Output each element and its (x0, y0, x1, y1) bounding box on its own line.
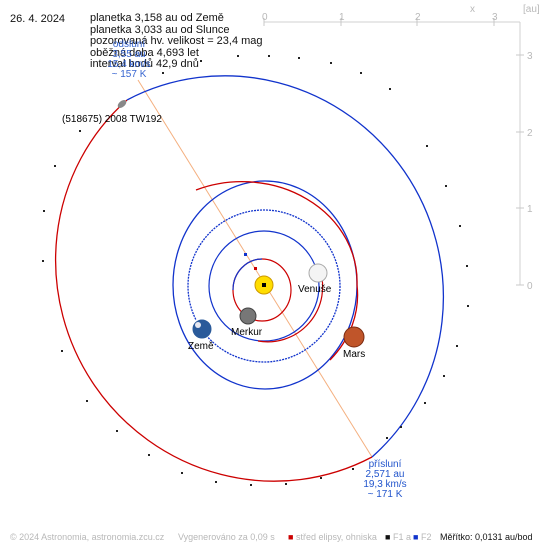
ellipse-center-marker (254, 267, 257, 270)
aphelion-temperature: ~ 157 K (111, 69, 147, 80)
top-tick-label: 1 (339, 12, 345, 23)
right-tick-label: 3 (527, 51, 533, 62)
copyright-link[interactable]: © 2024 Astronomia, astronomia.zcu.cz (10, 532, 165, 542)
mercury-label: Merkur (231, 327, 263, 338)
orbit-point-markers (42, 55, 469, 486)
mars-label: Mars (343, 349, 366, 360)
venus-orbit-north (257, 269, 324, 343)
date-label: 26. 4. 2024 (10, 13, 66, 25)
right-tick-label: 0 (527, 281, 533, 292)
earth-cloud-icon (195, 322, 201, 328)
venus-label: Venuše (298, 284, 332, 295)
info-line-period: oběžná doba 4,693 let (90, 46, 199, 59)
mars-orbit-north (172, 180, 358, 286)
aphelion-speed: 15,4 km/s (107, 59, 151, 70)
perihelion-temperature: ~ 171 K (367, 489, 403, 500)
legend-f2-text: F2 (420, 532, 432, 542)
top-tick-label: 3 (492, 12, 498, 23)
axes: 0 1 2 3 3 2 1 0 x [au] (262, 4, 540, 292)
mercury-orbit-south (232, 258, 263, 291)
asteroid-orbit-north (54, 99, 373, 482)
top-tick-label: 0 (262, 12, 268, 23)
mars-icon (343, 326, 365, 348)
venus-orbit-south (208, 230, 320, 342)
info-line-magnitude: pozorovaná hv. velikost = 23,4 mag (90, 35, 263, 47)
right-tick-label: 1 (527, 204, 533, 215)
legend-f1-marker-icon: ■ (385, 532, 391, 542)
info-line-sun-distance: planetka 3,033 au od Slunce (90, 23, 230, 36)
asteroid-icon (117, 100, 127, 108)
top-tick-label: 2 (415, 12, 421, 23)
perihelion-distance: 2,571 au (365, 469, 405, 480)
perihelion-title: přísluní (368, 459, 402, 470)
asteroid-orbit-south (126, 75, 445, 458)
aphelion-title: odsluní (112, 39, 146, 50)
legend-center-marker-icon: ■ (288, 532, 294, 542)
earth-label: Země (188, 341, 214, 352)
earth-icon (191, 318, 213, 340)
asteroid-label: (518675) 2008 TW192 (62, 114, 162, 125)
info-line-earth-distance: planetka 3,158 au od Země (90, 12, 224, 24)
scale-label: Měřítko: 0,0131 au/bod (440, 532, 533, 542)
info-panel: planetka 3,158 au od Země planetka 3,033… (90, 12, 263, 71)
perihelion-speed: 19,3 km/s (363, 479, 407, 490)
legend-f2-marker-icon: ■ (413, 532, 419, 542)
perihelion-label: přísluní 2,571 au 19,3 km/s ~ 171 K (360, 460, 410, 500)
aphelion-label: odsluní 3,55 au 15,4 km/s ~ 157 K (104, 40, 154, 80)
mars-orbit-red-arc (195, 181, 359, 361)
x-axis-label: x (470, 4, 475, 15)
unit-label: [au] (523, 4, 540, 15)
legend-f1-text: F1 a (392, 532, 411, 542)
generation-time: Vygenerováno za 0,09 s (178, 532, 275, 542)
focus-f2-marker (244, 253, 247, 256)
legend-center-text: střed elipsy, ohniska (295, 532, 377, 542)
info-line-interval: interval bodů 42,9 dnů (90, 58, 199, 70)
venus-icon (308, 263, 328, 283)
earth-orbit (187, 209, 341, 363)
legend-center: ■ střed elipsy, ohniska (288, 532, 377, 542)
mercury-icon (239, 307, 257, 325)
aphelion-distance: 3,55 au (112, 49, 146, 60)
footer: © 2024 Astronomia, astronomia.zcu.cz Vyg… (0, 532, 550, 546)
sun-focus-marker (262, 283, 266, 287)
legend-f1: ■ F1 a (385, 532, 411, 542)
right-tick-label: 2 (527, 128, 533, 139)
legend-f2: ■ F2 (413, 532, 431, 542)
